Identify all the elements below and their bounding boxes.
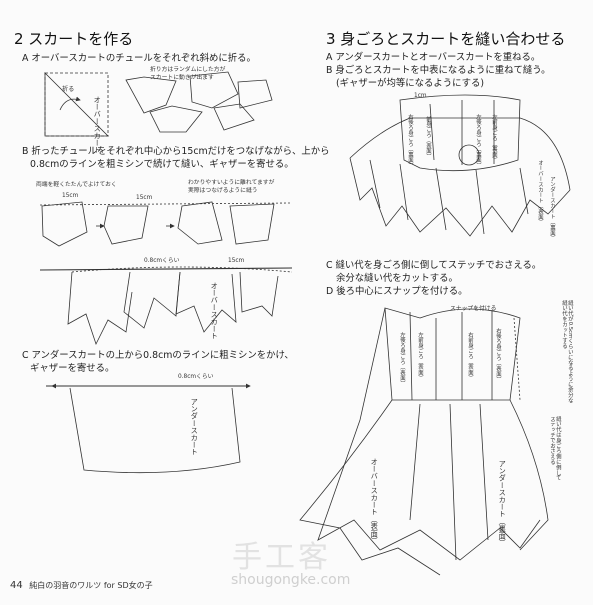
step-b-text-2: 0.8cmのラインを粗ミシンで続けて縫い、ギャザーを寄せる。 [30,159,294,170]
step-3b-text-2: (ギャザーが均等になるようにする) [336,78,485,89]
underskirt-back-label: アンダースカート（裏面） [548,176,555,241]
step-c-text-1: C アンダースカートの上から0.8cmのラインに粗ミシンをかけ、 [22,350,294,361]
step-3d-text: D 後ろ中心にスナップを付ける。 [326,286,468,297]
dress-left-back-label: 左後ろ身ごろ（表面） [398,332,405,386]
stitch-note: 縫い代は身ごろ側に倒してステッチでおさえる [548,416,561,481]
measure-08cm-b: 0.8cmくらい [144,258,180,264]
overskirt-label-b: オーバースカート [210,282,220,340]
dress-left-front-label: 左前身ごろ（表面） [416,332,423,381]
overskirt-front-label: オーバースカート（表面） [536,160,543,225]
book-title: 純白の羽音のワルツ for SD女の子 [29,581,153,590]
underskirt-diagram [46,383,251,474]
page-footer: 44 純白の羽音のワルツ for SD女の子 [10,580,153,591]
measure-15cm-b: 15cm [136,195,153,201]
underskirt-label-c: アンダースカート [190,398,200,456]
dress-overskirt-label: オーバースカート（表面） [370,458,380,545]
step-b-text-1: B 折ったチュールをそれぞれ中心から15cmだけをつなげながら、上から [22,146,330,157]
overlap-note-1: わかりやすいように離れてますが [188,180,275,186]
step-c-text-2: ギャザーを寄せる。 [30,363,115,374]
seam-allowance-note: 縫い代が0.5cmくらいになるように余分な縫い代をカットする [560,300,573,404]
step-3a-text: A アンダースカートとオーバースカートを重ねる。 [326,52,541,63]
dress-underskirt-label: アンダースカート（裏面） [498,460,508,547]
overlap-note-2: 実際はつなげるように縫う [188,188,258,194]
step-3c-text-1: C 縫い代を身ごろ側に倒してステッチでおさえる。 [326,260,542,271]
random-note-1: 折り方はランダムにした方が [150,67,226,73]
measure-08cm-c: 0.8cmくらい [178,374,214,380]
bodice-left-back-label: 左後ろ身ごろ（裏面） [474,114,481,168]
step-3b-text-1: B 身ごろとスカートを中表になるように重ねて縫う。 [326,65,551,76]
both-sides-note: 両端を軽くたたんでよけておく [36,182,117,188]
random-note-2: スカートに動きが出ます [150,75,214,81]
watermark-url: shougongke.com [231,572,351,588]
page-number: 44 [10,580,23,591]
bodice-right-back-label: 右後ろ身ごろ（裏面） [406,114,413,168]
dress-right-back-label: 右後ろ身ごろ（表面） [494,328,501,382]
gathered-strip-diagram [39,266,293,346]
measure-15cm-c: 15cm [228,258,245,264]
section-title-skirt: 2 スカートを作る [14,30,134,48]
dress-right-front-label: 右前身ごろ（表面） [466,332,473,381]
section-title-assemble: 3 身ごろとスカートを縫い合わせる [326,30,566,48]
fold-label: 折る [62,86,75,93]
bodice-left-front-label: 左前身ごろ（裏面） [490,114,497,163]
finished-dress-diagram [299,307,549,576]
gather-row-diagram [39,201,291,247]
watermark-brand: 手工客 [232,540,331,575]
bodice-front-label: 前身ごろ（表面） [424,116,431,160]
snap-label: スナップを付ける [450,306,497,312]
fold-diagram [44,71,273,137]
overskirt-label-a: オーバースカート [93,96,103,154]
measure-1cm: 1cm [414,93,427,99]
step-3c-text-2: 余分な縫い代をカットする。 [336,273,458,284]
bodice-skirt-diagram [349,94,571,237]
step-a-text: A オーバースカートのチュールをそれぞれ斜めに折る。 [22,53,256,64]
measure-15cm-a: 15cm [62,193,79,199]
